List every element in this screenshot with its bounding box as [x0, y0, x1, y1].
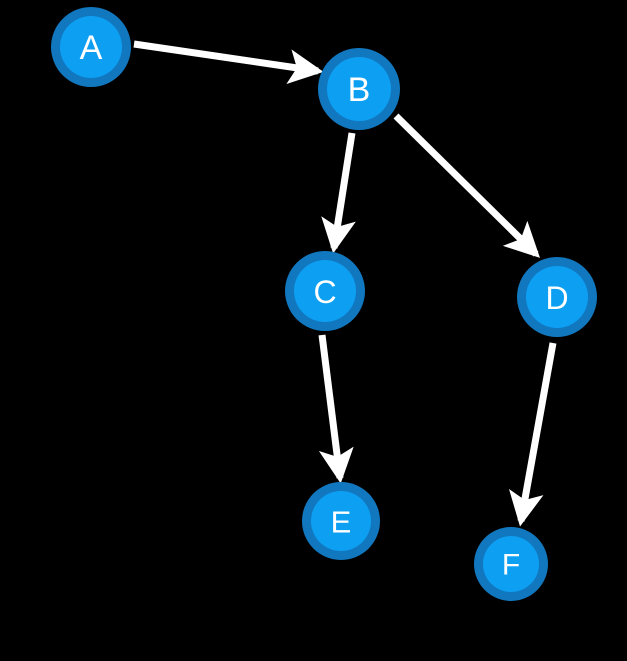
graph-edge-a-to-b	[133, 40, 324, 85]
edges-layer	[133, 40, 557, 527]
graph-node-f[interactable]: F	[474, 527, 548, 601]
graph-edge-b-to-c	[321, 132, 356, 254]
node-label-a: A	[80, 29, 103, 67]
graph-edge-b-to-d	[393, 113, 540, 258]
node-fill	[526, 266, 588, 328]
graph-node-a[interactable]: A	[51, 7, 131, 87]
node-fill	[483, 536, 539, 592]
graph-node-d[interactable]: D	[517, 257, 597, 337]
node-label-e: E	[331, 505, 352, 540]
node-label-c: C	[313, 274, 336, 310]
graph-node-b[interactable]: B	[318, 48, 400, 130]
node-label-b: B	[348, 71, 371, 109]
graph-node-c[interactable]: C	[285, 251, 365, 331]
node-label-f: F	[502, 549, 520, 582]
node-fill	[327, 57, 391, 121]
node-fill	[311, 491, 371, 551]
graph-edge-c-to-e	[318, 334, 354, 484]
node-fill	[294, 260, 356, 322]
nodes-layer: A B C D E F	[51, 7, 597, 601]
graph-node-e[interactable]: E	[302, 482, 380, 560]
graph-edge-d-to-f	[508, 342, 557, 527]
node-fill	[60, 16, 122, 78]
node-label-d: D	[545, 280, 568, 316]
